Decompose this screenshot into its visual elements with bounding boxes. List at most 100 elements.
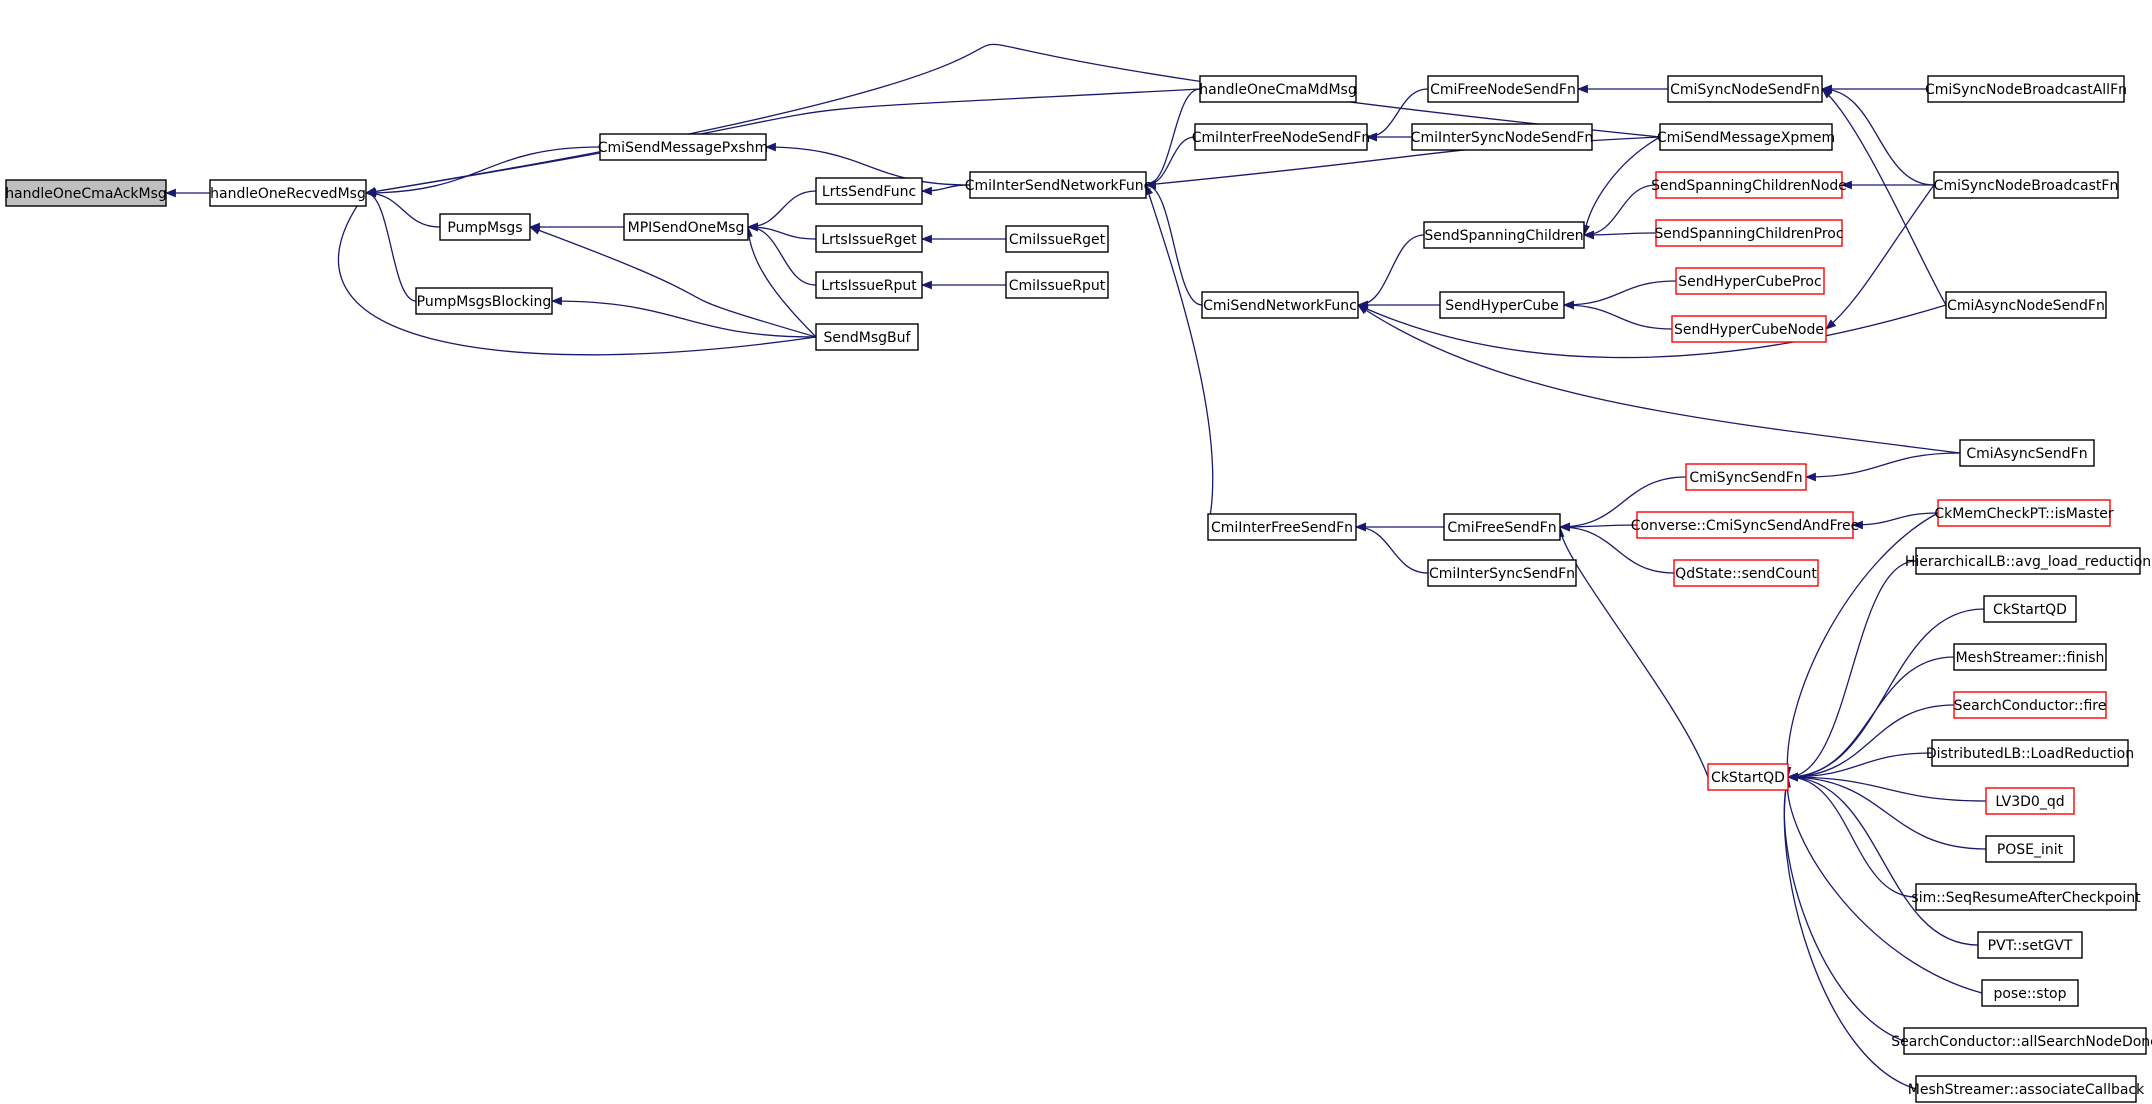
edge-search-conductor-fire-to-ck-start-qdred [1786,704,1955,782]
node-send-msg-buf[interactable]: SendMsgBuf [815,323,919,351]
node-mpisend-one-msg[interactable]: MPISendOneMsg [623,213,749,241]
node-label: CmiSendMessageXpmem [1657,130,1835,146]
node-box [1443,513,1561,541]
edge-lrts-send-func-to-mpisend-one-msg [746,190,817,232]
node-distributed-lbload-reduction[interactable]: DistributedLB::LoadReduction [1926,739,2134,767]
node-search-conductor-all-done[interactable]: SearchConductor::allSearchNodeDone [1891,1027,2152,1055]
node-cmi-free-send-fn[interactable]: CmiFreeSendFn [1443,513,1561,541]
node-lv3-d0qd[interactable]: LV3D0_qd [1985,787,2075,815]
node-label: CmiSyncNodeBroadcastFn [1934,178,2119,194]
node-cmi-sync-node-broadcast-all-fn[interactable]: CmiSyncNodeBroadcastAllFn [1925,75,2127,103]
node-box [1005,271,1109,299]
edge-mesh-streamer-finish-to-ck-start-qdred [1786,656,1955,782]
node-box [1667,75,1823,103]
node-cmi-inter-sync-node-send-fn[interactable]: CmiInterSyncNodeSendFn [1411,123,1594,151]
node-poseinit[interactable]: POSE_init [1985,835,2075,863]
node-box [1439,291,1565,319]
node-cmi-async-send-fn[interactable]: CmiAsyncSendFn [1959,439,2095,467]
node-label: CmiSendMessagePxshm [598,140,768,156]
node-mesh-streamer-associate[interactable]: MeshStreamer::associateCallback [1908,1075,2145,1103]
node-label: SearchConductor::allSearchNodeDone [1891,1034,2152,1050]
edge-pvtset-gvt-to-ck-start-qdred [1786,772,1979,946]
node-ck-start-qdred[interactable]: CkStartQD [1707,763,1789,791]
node-handle-one-cma-md-msg[interactable]: handleOneCmaMdMsg [1199,75,1357,103]
edge-qd-state-send-count-to-cmi-free-send-fn [1558,522,1675,574]
node-box [1427,559,1577,587]
node-box [815,225,923,253]
node-pump-msgs[interactable]: PumpMsgs [439,213,531,241]
node-cmi-send-message-pxshm[interactable]: CmiSendMessagePxshm [598,133,768,161]
edge-lv3-d0qd-to-ck-start-qdred [1786,772,1987,802]
node-box [209,179,367,207]
node-send-spanning-children-node[interactable]: SendSpanningChildrenNode [1651,171,1847,199]
node-ck-mem-check-ptis-master[interactable]: CkMemCheckPT::isMaster [1934,499,2114,527]
node-label: CmiAsyncSendFn [1966,446,2087,462]
node-pump-msgs-blocking[interactable]: PumpMsgsBlocking [415,287,553,315]
node-cmi-inter-free-send-fn[interactable]: CmiInterFreeSendFn [1207,513,1357,541]
edge-send-spanning-children-to-cmi-send-network-func [1356,234,1425,310]
edge-send-msg-buf-to-pump-msgs [528,226,817,338]
node-label: Converse::CmiSyncSendAndFree [1631,518,1860,534]
node-box [1655,171,1843,199]
node-lrts-send-func[interactable]: LrtsSendFunc [815,177,923,205]
node-send-hyper-cube-node[interactable]: SendHyperCubeNode [1671,315,1827,343]
node-mesh-streamer-finish[interactable]: MeshStreamer::finish [1953,643,2107,671]
node-box [969,171,1147,199]
edge-send-msg-buf-to-pump-msgs-blocking [550,296,817,338]
node-box [1194,123,1368,151]
node-pose-stop[interactable]: pose::stop [1981,979,2079,1007]
node-cmi-inter-send-network-func[interactable]: CmiInterSendNetworkFunc [965,171,1152,199]
edge-search-conductor-all-done-to-ck-start-qdred [1781,775,1905,1042]
node-cmi-inter-free-node-send-fn[interactable]: CmiInterFreeNodeSendFn [1192,123,1371,151]
node-ck-start-qd2[interactable]: CkStartQD [1983,595,2077,623]
node-box [1953,691,2107,719]
node-label: CmiFreeNodeSendFn [1430,82,1576,98]
node-label: CkMemCheckPT::isMaster [1934,506,2113,522]
node-cmi-free-node-send-fn[interactable]: CmiFreeNodeSendFn [1427,75,1579,103]
node-lrts-issue-rput[interactable]: LrtsIssueRput [815,271,923,299]
node-qd-state-send-count[interactable]: QdState::sendCount [1673,559,1819,587]
node-hierarchical-lbavg[interactable]: HierarchicalLB::avg_load_reduction [1905,547,2151,575]
node-box [1983,595,2077,623]
node-sim-seq-resume[interactable]: sim::SeqResumeAfterCheckpoint [1911,883,2141,911]
node-box [1915,547,2141,575]
node-handle-one-recved-msg[interactable]: handleOneRecvedMsg [209,179,367,207]
node-box [1005,225,1109,253]
node-label: CmiInterFreeSendFn [1211,520,1353,536]
node-cmi-sync-node-broadcast-fn[interactable]: CmiSyncNodeBroadcastFn [1933,171,2119,199]
edge-pose-stop-to-ck-start-qdred [1782,775,1983,994]
node-cmi-sync-node-send-fn[interactable]: CmiSyncNodeSendFn [1667,75,1823,103]
edge-cmi-inter-free-send-fn-to-cmi-inter-send-network-func [1144,183,1214,528]
node-send-spanning-children[interactable]: SendSpanningChildren [1423,221,1585,249]
node-box [1199,75,1357,103]
node-label: CmiSyncSendFn [1689,470,1802,486]
node-box [415,287,553,315]
node-cmi-send-network-func[interactable]: CmiSendNetworkFunc [1201,291,1359,319]
node-box [815,271,923,299]
node-cmi-inter-sync-send-fn[interactable]: CmiInterSyncSendFn [1427,559,1577,587]
edge-send-msg-buf-to-handle-one-recved-msg [338,192,817,356]
node-box [1671,315,1827,343]
node-box [1707,763,1789,791]
node-pvtset-gvt[interactable]: PVT::setGVT [1977,931,2083,959]
node-label: SearchConductor::fire [1954,698,2107,714]
edge-handle-one-cma-md-msg-to-handle-one-recved-msg [364,88,1201,196]
edge-send-hyper-cube-proc-to-send-hyper-cube [1562,280,1677,310]
node-box [1945,291,2107,319]
node-label: HierarchicalLB::avg_load_reduction [1905,554,2151,570]
node-label: CmiInterFreeNodeSendFn [1192,130,1371,146]
node-converse-cmi-sync-send-and-free[interactable]: Converse::CmiSyncSendAndFree [1631,511,1860,539]
node-search-conductor-fire[interactable]: SearchConductor::fire [1953,691,2107,719]
node-cmi-async-node-send-fn[interactable]: CmiAsyncNodeSendFn [1945,291,2107,319]
node-box [1959,439,2095,467]
node-send-spanning-children-proc[interactable]: SendSpanningChildrenProc [1654,219,1844,247]
node-send-hyper-cube-proc[interactable]: SendHyperCubeProc [1675,267,1825,295]
node-cmi-send-message-xpmem[interactable]: CmiSendMessageXpmem [1657,123,1835,151]
node-cmi-issue-rput[interactable]: CmiIssueRput [1005,271,1109,299]
edges-layer [164,43,1987,1090]
node-send-hyper-cube[interactable]: SendHyperCube [1439,291,1565,319]
edge-send-hyper-cube-node-to-send-hyper-cube [1562,300,1673,330]
node-cmi-sync-send-fn[interactable]: CmiSyncSendFn [1685,463,1807,491]
node-lrts-issue-rget[interactable]: LrtsIssueRget [815,225,923,253]
node-cmi-issue-rget[interactable]: CmiIssueRget [1005,225,1109,253]
